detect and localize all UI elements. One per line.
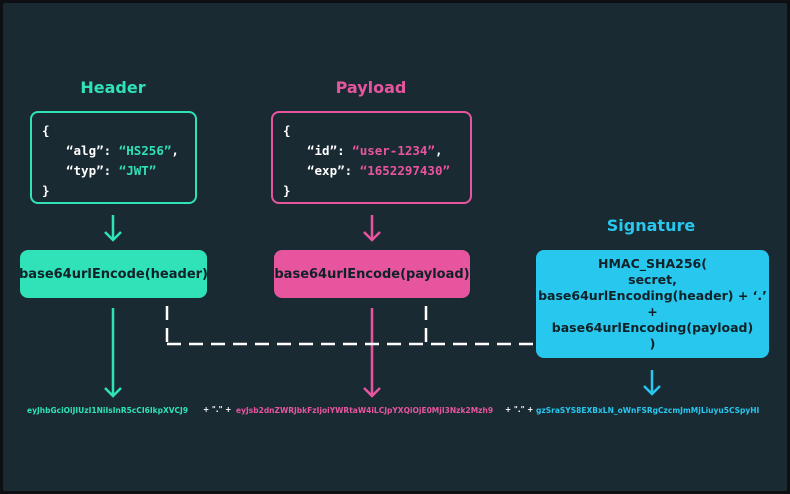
header-arrow-2: [104, 308, 122, 398]
payload-json-id: “id”: “user-1234”,: [307, 143, 443, 158]
signature-line-4: base64urlEncoding(payload): [551, 320, 754, 335]
header-encode-box: base64urlEncode(header): [19, 250, 208, 298]
signature-line-2: secret,: [628, 272, 677, 287]
payload-title: Payload: [335, 78, 407, 97]
header-json-close: }: [42, 183, 50, 198]
header-json-open: {: [42, 123, 50, 138]
header-token: eyJhbGciOiJIUzI1NiIsInR5cCI6IkpXVCJ9: [27, 406, 189, 415]
separator-1: + "." +: [203, 405, 232, 414]
header-arrow-1: [104, 215, 122, 242]
signature-token: gzSraSYS8EXBxLN_oWnFSRgCzcmJmMjLiuyu5CSp…: [536, 406, 760, 415]
header-json-box: { “alg”: “HS256”, “typ”: “JWT” }: [30, 111, 197, 204]
signature-arrow: [643, 370, 661, 396]
signature-line-5: ): [649, 336, 656, 351]
payload-json-exp: “exp”: “1652297430”: [307, 163, 451, 178]
payload-json-box: { “id”: “user-1234”, “exp”: “1652297430”…: [271, 111, 472, 204]
payload-json-open: {: [283, 123, 291, 138]
payload-json-close: }: [283, 183, 291, 198]
signature-title: Signature: [606, 216, 696, 235]
payload-arrow-2: [363, 308, 381, 398]
header-json-alg: “alg”: “HS256”,: [66, 143, 179, 158]
payload-encode-box: base64urlEncode(payload): [274, 250, 470, 298]
signature-hmac-box: HMAC_SHA256( secret, base64urlEncoding(h…: [536, 250, 769, 358]
separator-2: + "." +: [505, 405, 534, 414]
payload-token: eyJsb2dnZWRJbkFzIjoiYWRtaW4iLCJpYXQiOjE0…: [236, 406, 494, 415]
dashed-connector: [165, 306, 536, 346]
payload-arrow-1: [363, 215, 381, 242]
signature-line-3: base64urlEncoding(header) + ‘.’ +: [538, 288, 767, 319]
diagram-canvas: [3, 3, 787, 491]
header-title: Header: [80, 78, 146, 97]
signature-line-1: HMAC_SHA256(: [598, 256, 707, 271]
header-json-typ: “typ”: “JWT”: [66, 163, 157, 178]
